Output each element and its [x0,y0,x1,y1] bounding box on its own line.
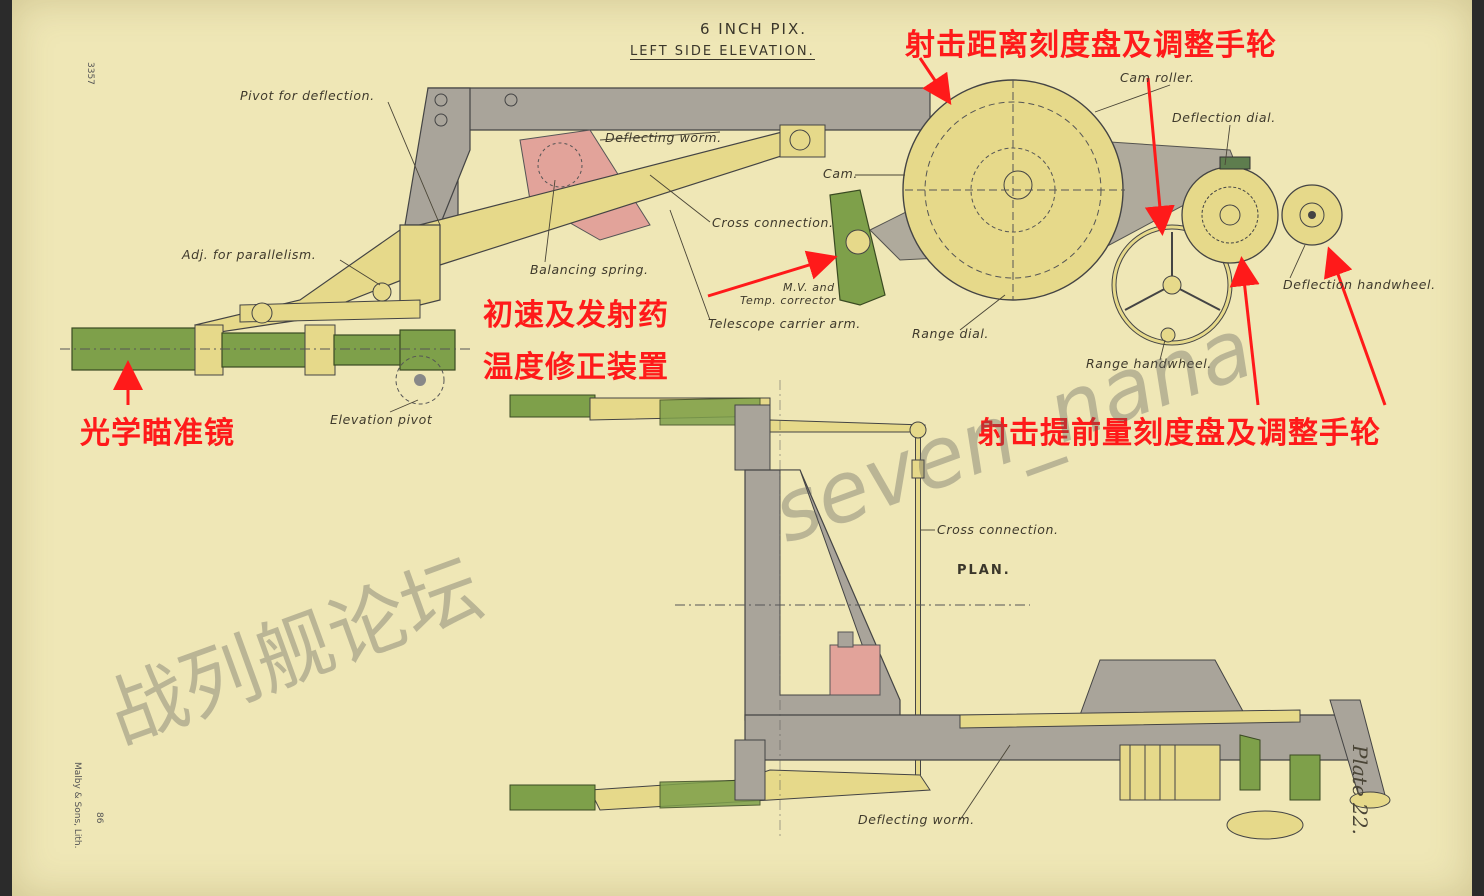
label-range-dial: Range dial. [912,326,989,341]
label-cam: Cam. [823,166,858,181]
label-telescope-carrier-arm: Telescope carrier arm. [708,316,861,331]
annotation-deflection-dial: 射击提前量刻度盘及调整手轮 [978,416,1381,451]
label-deflecting-worm-top: Deflecting worm. [605,130,722,145]
label-elevation-pivot: Elevation pivot [330,412,433,427]
label-cross-connection-top: Cross connection. [712,215,834,230]
plan-telescope [509,394,596,418]
label-cam-roller: Cam roller. [1120,70,1195,85]
drawing-title: 6 INCH PIX. [700,20,807,38]
label-cross-connection-plan: Cross connection. [937,522,1059,537]
label-plan: PLAN. [957,563,1011,578]
annotation-mv-corrector-2: 温度修正装置 [483,350,669,385]
annotation-mv-corrector-1: 初速及发射药 [483,298,669,333]
label-mv-temp-2: Temp. corrector [740,294,837,307]
plate-number: Plate 22. [1348,745,1372,835]
label-range-handwheel: Range handwheel. [1086,356,1212,371]
label-deflection-dial: Deflection dial. [1172,110,1276,125]
side-number: 3357 [85,62,95,85]
deflection-dial [1181,166,1279,264]
label-mv-temp-1: M.V. and [783,281,835,294]
label-pivot-deflection: Pivot for deflection. [240,88,375,103]
page-number: 86 [94,812,104,824]
drawing-subtitle: LEFT SIDE ELEVATION. [630,44,815,60]
pivot-bracket [404,87,471,226]
label-balancing-spring: Balancing spring. [530,262,649,277]
elevation-pivot-circle [395,355,445,405]
label-adj-parallelism: Adj. for parallelism. [182,247,317,262]
annotation-telescope: 光学瞄准镜 [80,416,235,451]
label-deflection-handwheel: Deflection handwheel. [1283,277,1436,292]
annotation-range-dial: 射击距离刻度盘及调整手轮 [905,28,1277,63]
printer-credit: Malby & Sons, Lith. [72,762,82,849]
label-deflecting-worm-bottom: Deflecting worm. [858,812,975,827]
